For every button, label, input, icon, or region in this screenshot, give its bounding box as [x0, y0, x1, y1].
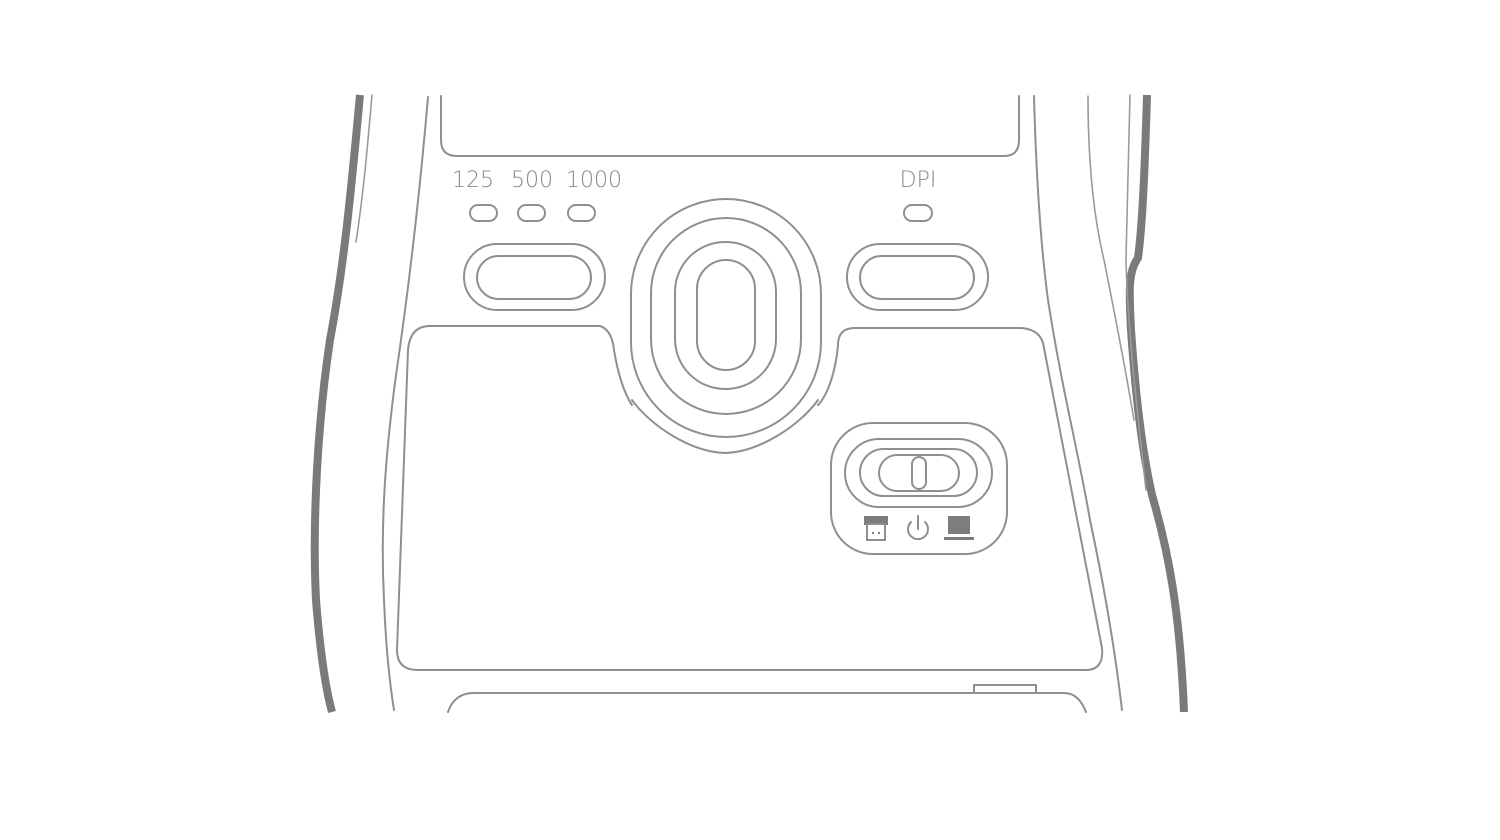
- dpi-label: DPI: [900, 168, 937, 193]
- left-outer-edge: [310, 94, 364, 714]
- mode-switch[interactable]: [830, 422, 1008, 555]
- body-right-contour: [1033, 95, 1123, 711]
- battery-cover: [396, 325, 1104, 671]
- bottom-panel: [447, 692, 1087, 713]
- polling-label-500: 500: [511, 168, 553, 193]
- body-right-inner-contour: [1087, 95, 1135, 421]
- right-outer-edge: [1125, 94, 1188, 713]
- top-recess: [440, 95, 1020, 157]
- polling-label-125: 125: [452, 168, 494, 193]
- usb-receiver-icon: [864, 516, 888, 541]
- polling-label-1000: 1000: [566, 168, 622, 193]
- right-inner-edge: [1125, 94, 1147, 491]
- dpi-led: [903, 204, 933, 222]
- body-left-contour: [381, 96, 429, 711]
- dpi-button[interactable]: [846, 243, 989, 311]
- polling-rate-button[interactable]: [463, 243, 606, 311]
- bluetooth-laptop-icon: [944, 516, 974, 540]
- polling-led-1000: [567, 204, 596, 222]
- polling-led-125: [469, 204, 498, 222]
- left-inner-edge: [355, 94, 373, 243]
- polling-led-500: [517, 204, 546, 222]
- power-icon: [907, 515, 929, 541]
- bottom-tab: [973, 684, 1037, 694]
- mode-switch-knob[interactable]: [911, 456, 927, 490]
- optical-sensor: [630, 198, 822, 454]
